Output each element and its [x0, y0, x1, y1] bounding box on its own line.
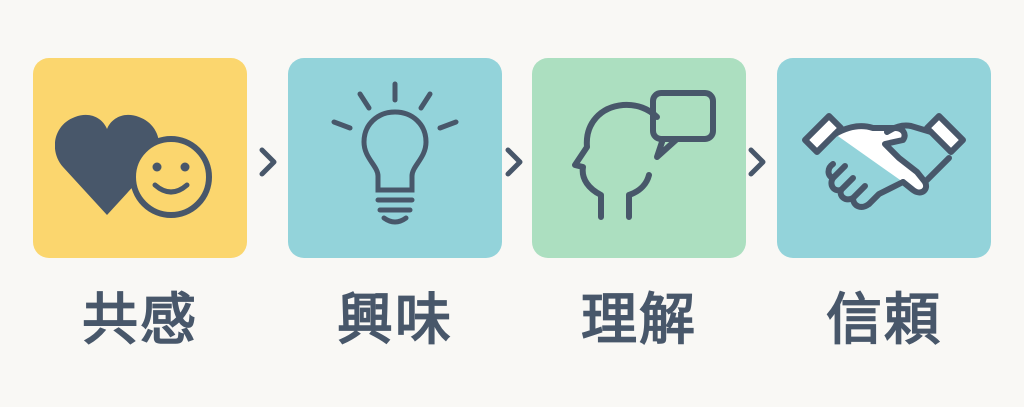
interest-tile [288, 58, 502, 258]
chevron-right-icon [748, 147, 766, 177]
heart-smiley-icon [55, 114, 212, 218]
step-empathy: 共感 [33, 58, 247, 353]
head-speech-bubble-icon [572, 90, 716, 220]
step-understanding: 理解 [532, 58, 746, 353]
step-interest: 興味 [288, 58, 502, 353]
lightbulb-icon [331, 81, 459, 225]
step-label-trust: 信頼 [826, 288, 942, 353]
empathy-tile [33, 58, 247, 258]
trust-tile [777, 58, 991, 258]
understanding-tile [532, 58, 746, 258]
step-trust: 信頼 [777, 58, 991, 353]
step-label-empathy: 共感 [82, 288, 198, 353]
step-label-interest: 興味 [337, 288, 453, 353]
chevron-right-icon [259, 147, 277, 177]
handshake-icon [802, 113, 966, 210]
step-label-understanding: 理解 [581, 288, 697, 353]
chevron-right-icon [505, 147, 523, 177]
